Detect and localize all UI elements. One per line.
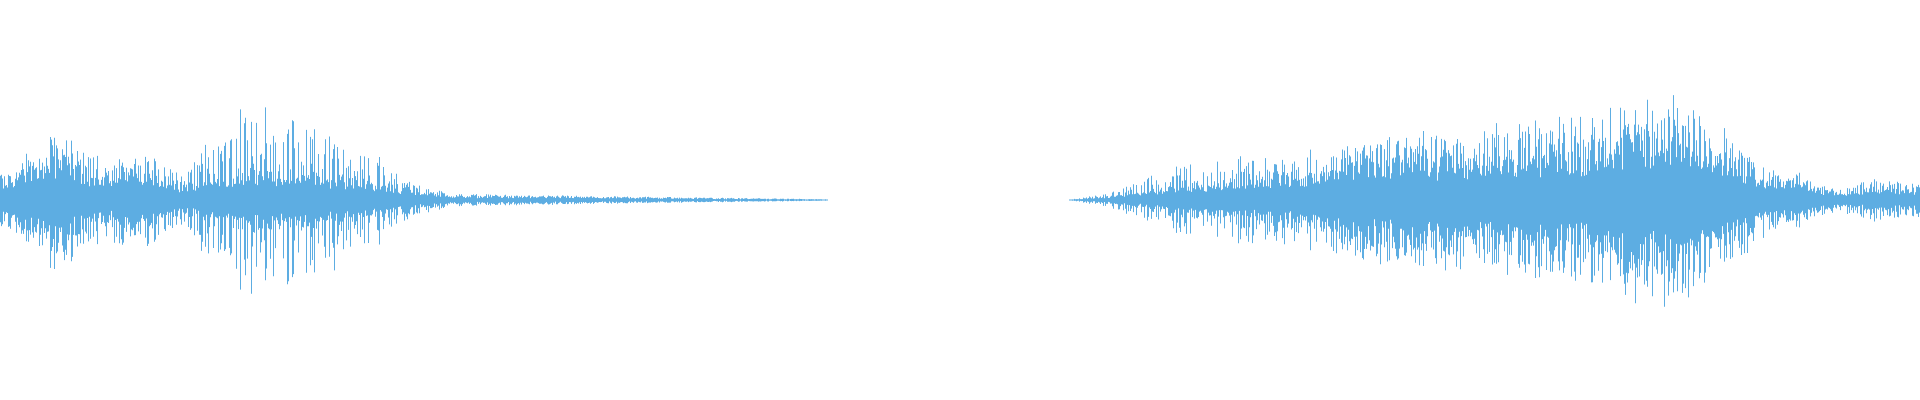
- waveform-bars: [0, 95, 1920, 307]
